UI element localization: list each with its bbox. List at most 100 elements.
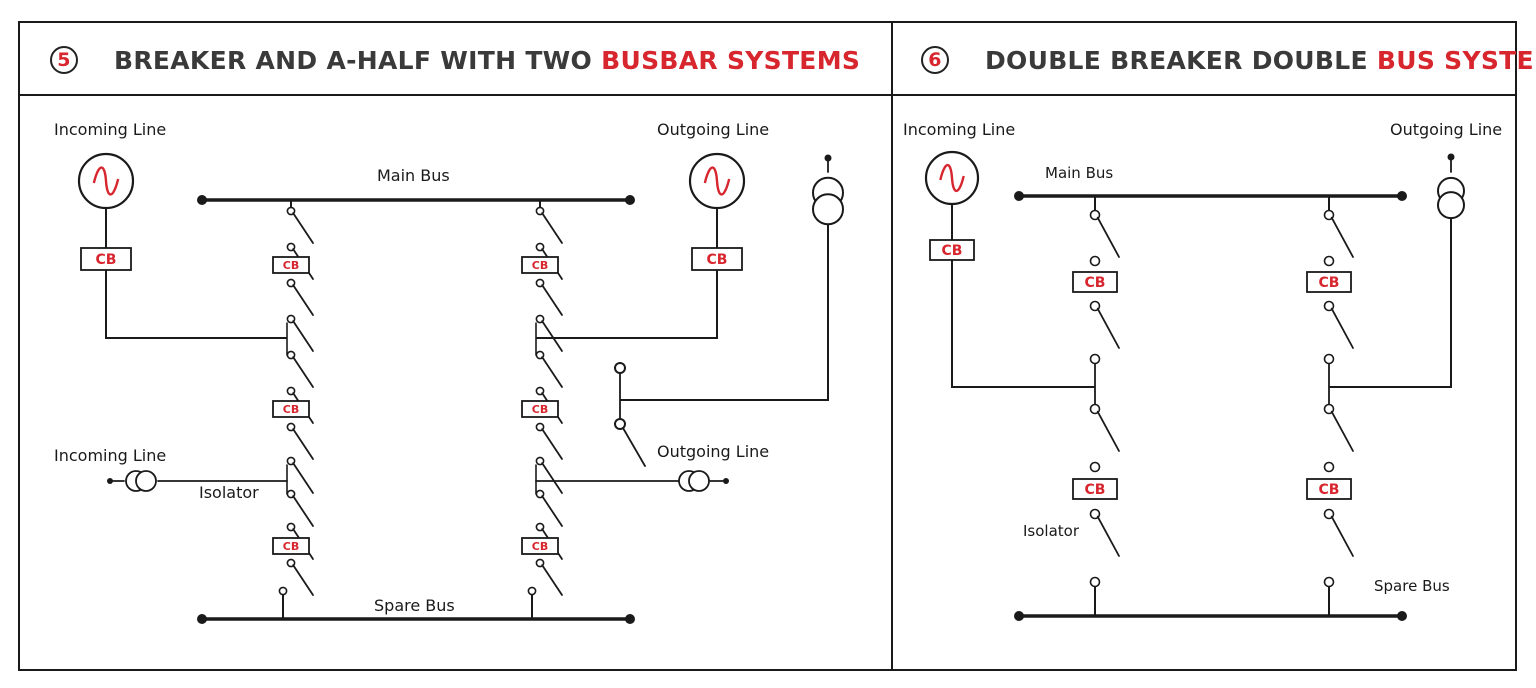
panel-frame	[18, 21, 1517, 671]
circuit-breaker: CB	[521, 537, 559, 555]
circuit-breaker-box	[521, 400, 559, 418]
circuit-breaker: CB	[272, 400, 310, 418]
circuit-breaker: CB	[1306, 271, 1352, 293]
switch-blade	[541, 356, 563, 388]
switch-blade	[541, 428, 563, 460]
circuit-breaker-box	[272, 256, 310, 274]
circuit-breaker: CB	[929, 239, 975, 261]
wire	[105, 270, 287, 339]
switch-blade	[622, 427, 646, 467]
switch-contact	[614, 418, 626, 430]
switch-blade	[1096, 410, 1120, 452]
switch-contact	[1323, 576, 1335, 588]
circuit-breaker-label: CB	[532, 540, 548, 553]
circuit-breaker: CB	[521, 400, 559, 418]
switch-blade	[1330, 307, 1354, 349]
bus-end-dot	[1397, 611, 1407, 621]
breaker-and-a-half-diagram: CB CB CB CB CB CB CB CB	[77, 152, 844, 624]
switch-contact	[278, 586, 288, 596]
circuit-breaker-label: CB	[283, 403, 299, 416]
circuit-breaker: CB	[1072, 478, 1118, 500]
panel-number-badge: 5	[50, 46, 78, 74]
incoming-line-bottom-label: Incoming Line	[54, 446, 167, 465]
sine-wave-icon	[92, 166, 120, 196]
transformer-winding	[1437, 191, 1465, 220]
switch-blade	[541, 212, 563, 244]
switch-contact	[527, 586, 537, 596]
panel-number-badge: 6	[921, 46, 949, 74]
circuit-breaker-box	[1306, 478, 1352, 500]
switch-contact	[1323, 353, 1335, 365]
left-title-main: BREAKER AND A-HALF WITH TWO	[114, 45, 602, 75]
transformer-winding	[688, 470, 710, 492]
bus-end-dot	[1397, 191, 1407, 201]
transformer-winding	[135, 470, 157, 492]
switch-blade	[292, 356, 314, 388]
switch-contact	[1089, 353, 1101, 365]
switch-blade	[292, 428, 314, 460]
switch-blade	[292, 495, 314, 527]
circuit-breaker-label: CB	[1319, 275, 1340, 291]
wire	[620, 225, 829, 401]
terminal-dot	[723, 478, 729, 484]
switch-contact	[1089, 255, 1101, 267]
circuit-breaker: CB	[691, 247, 743, 271]
right-outgoing-line-label: Outgoing Line	[1390, 120, 1503, 139]
circuit-breaker-box	[272, 400, 310, 418]
switch-blade	[541, 320, 563, 352]
switch-contact	[614, 362, 626, 374]
switch-blade	[1096, 216, 1120, 258]
isolator-label: Isolator	[199, 483, 259, 502]
circuit-breaker-box	[521, 537, 559, 555]
bus-end-dot	[197, 195, 207, 205]
bus-end-dot	[625, 195, 635, 205]
circuit-breaker-label: CB	[1085, 275, 1106, 291]
circuit-breaker-box	[272, 537, 310, 555]
switch-contact	[1323, 461, 1335, 473]
circuit-breaker-label: CB	[532, 259, 548, 272]
switch-blade	[1330, 216, 1354, 258]
bus-end-dot	[1014, 611, 1024, 621]
circuit-breaker-box	[1072, 271, 1118, 293]
circuit-breaker-label: CB	[283, 259, 299, 272]
right-spare-bus-label: Spare Bus	[1374, 577, 1450, 595]
wire	[951, 260, 1095, 388]
left-title-accent: BUSBAR SYSTEMS	[601, 45, 861, 75]
switch-blade	[541, 564, 563, 596]
switch-blade	[292, 284, 314, 316]
switch-blade	[1096, 307, 1120, 349]
switch-blade	[292, 462, 314, 494]
right-incoming-line-label: Incoming Line	[903, 120, 1016, 139]
switch-blade	[1330, 410, 1354, 452]
circuit-breaker: CB	[1072, 271, 1118, 293]
circuit-breaker: CB	[521, 256, 559, 274]
circuit-breaker: CB	[80, 247, 132, 271]
switch-blade	[292, 212, 314, 244]
circuit-breaker-box	[1072, 478, 1118, 500]
circuit-breaker-box	[1306, 271, 1352, 293]
right-title-main: DOUBLE BREAKER DOUBLE	[985, 45, 1377, 75]
right-panel-title: 6 DOUBLE BREAKER DOUBLE BUS SYSTEM	[921, 40, 1536, 80]
switch-blade	[541, 462, 563, 494]
circuit-breaker-label: CB	[1319, 482, 1340, 498]
right-title-accent: BUS SYSTEM	[1376, 45, 1536, 75]
left-panel-title: 5 BREAKER AND A-HALF WITH TWO BUSBAR SYS…	[50, 40, 860, 80]
right-main-bus-label: Main Bus	[1045, 164, 1114, 182]
double-breaker-diagram: CB CB CB CB CB	[924, 150, 1465, 621]
bus-end-dot	[625, 614, 635, 624]
incoming-line-top-label: Incoming Line	[54, 120, 167, 139]
switch-contact	[1089, 461, 1101, 473]
circuit-breaker-label: CB	[283, 540, 299, 553]
outgoing-line-bottom-label: Outgoing Line	[657, 442, 770, 461]
switch-blade	[292, 320, 314, 352]
main-bus-label: Main Bus	[377, 166, 450, 185]
switch-blade	[292, 564, 314, 596]
circuit-breaker-label: CB	[1085, 482, 1106, 498]
switch-contact	[1323, 255, 1335, 267]
switch-blade	[541, 284, 563, 316]
wire	[1329, 219, 1452, 388]
transformer-winding	[812, 193, 844, 226]
switch-blade	[541, 495, 563, 527]
circuit-breaker-box	[521, 256, 559, 274]
